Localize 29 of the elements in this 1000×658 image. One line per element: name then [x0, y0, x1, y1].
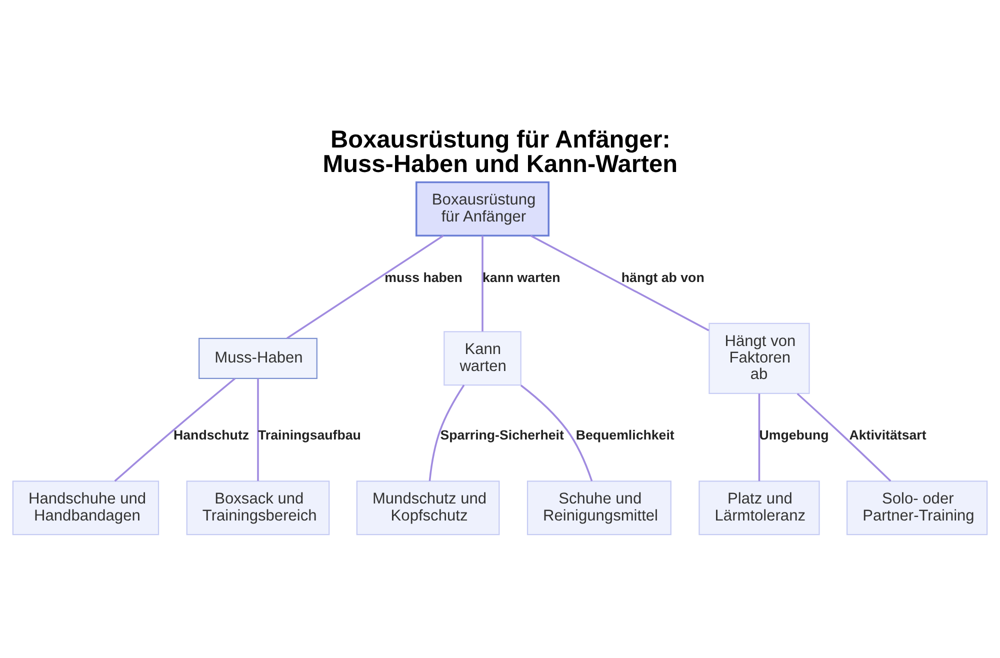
connector: [114, 377, 236, 482]
connector: [286, 234, 444, 338]
node-box: Hängt von Faktoren ab: [708, 322, 810, 394]
edge-label: muss haben: [384, 269, 462, 284]
edge-label: Handschutz: [174, 427, 250, 442]
edge-label: Sparring-Sicherheit: [440, 427, 564, 442]
edge-label: Bequemlichkeit: [576, 427, 674, 442]
connector: [520, 384, 593, 481]
edge-label: hängt ab von: [621, 269, 704, 284]
connector: [482, 235, 484, 331]
node-box: Platz und Lärmtoleranz: [698, 480, 820, 535]
edge-label: Aktivitätsart: [849, 427, 926, 442]
connector: [758, 393, 760, 481]
node-box: Handschuhe und Handbandagen: [12, 480, 160, 535]
edge-label: Umgebung: [759, 427, 829, 442]
node-box: Muss-Haben: [198, 337, 318, 378]
edge-label: Trainingsaufbau: [258, 427, 361, 442]
node-box: Kann warten: [444, 330, 522, 386]
node-box: Schuhe und Reinigungsmittel: [526, 480, 672, 535]
diagram-title: Boxausrüstung für Anfänger: Muss-Haben und Kann-Warten: [322, 126, 678, 178]
node-box: Boxausrüstung für Anfänger: [415, 180, 550, 236]
node-box: Mundschutz und Kopfschutz: [356, 480, 500, 535]
node-box: Boxsack und Trainingsbereich: [186, 480, 330, 535]
connector: [428, 384, 465, 481]
connector: [530, 234, 710, 331]
connector: [257, 378, 259, 480]
connector: [796, 392, 892, 482]
edge-label: kann warten: [482, 269, 560, 284]
node-box: Solo- oder Partner-Training: [846, 480, 988, 535]
